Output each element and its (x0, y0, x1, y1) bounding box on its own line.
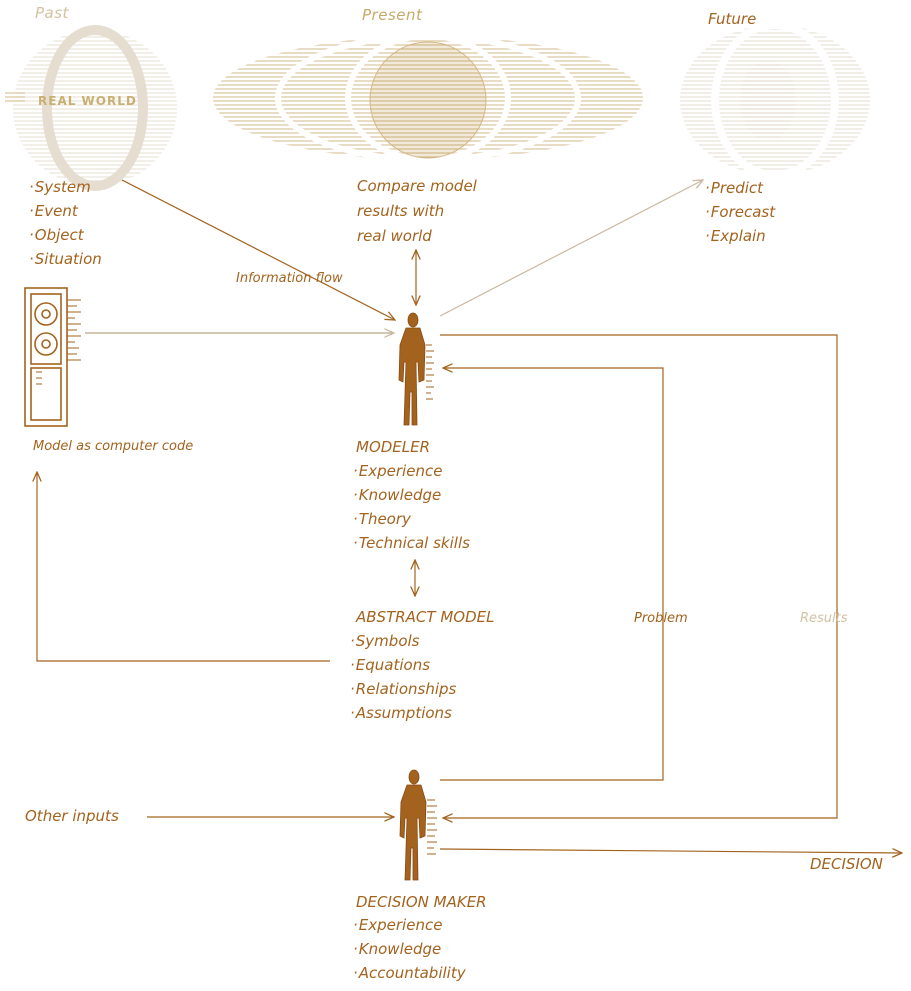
list-item: Relationships (350, 677, 457, 701)
list-item: Experience (353, 459, 470, 483)
abstract-model-title: ABSTRACT MODEL (356, 608, 495, 626)
real-world-label: REAL WORLD (38, 94, 137, 108)
computer-model-label: Model as computer code (33, 439, 194, 454)
list-item: Symbols (350, 629, 456, 653)
problem-arrow (440, 368, 664, 781)
problem-label: Problem (634, 611, 688, 626)
decision-maker-title: DECISION MAKER (356, 893, 487, 911)
other-inputs-label: Other inputs (25, 807, 119, 825)
list-item: Situation (29, 247, 102, 271)
abstract-model-list: Symbols Equations Relationships Assumpti… (350, 629, 457, 725)
list-item: Event (29, 199, 102, 223)
list-item: Predict (705, 176, 775, 200)
modeler-figure-icon (398, 312, 434, 426)
compare-text: Compare model results with real world (357, 174, 477, 249)
past-globe-art (5, 25, 177, 191)
real-world-list: System Event Object Situation (29, 175, 102, 271)
compare-line: Compare model (357, 177, 477, 195)
modeler-list: Experience Knowledge Theory Technical sk… (353, 459, 470, 555)
modeler-to-future-arrow (439, 180, 703, 317)
list-item: Technical skills (353, 531, 470, 555)
decision-label: DECISION (810, 855, 883, 873)
list-item: Forecast (705, 200, 775, 224)
list-item: Theory (353, 507, 470, 531)
list-item: System (29, 175, 102, 199)
results-arrow (440, 334, 838, 818)
list-item: Knowledge (353, 937, 466, 961)
timeline-band (5, 21, 870, 191)
list-item: Equations (350, 653, 456, 677)
future-label: Future (708, 10, 757, 28)
decision-arrow (439, 849, 902, 853)
connector-lines (37, 180, 902, 853)
list-item: Explain (705, 224, 775, 248)
list-item: Experience (353, 913, 466, 937)
modeler-title: MODELER (356, 438, 431, 456)
compare-line: results with (357, 202, 445, 220)
decision-maker-list: Experience Knowledge Accountability (353, 913, 466, 985)
future-list: Predict Forecast Explain (705, 176, 775, 248)
information-flow-arrow (121, 179, 395, 320)
future-globe-art (680, 21, 870, 179)
list-item: Accountability (353, 961, 466, 985)
present-label: Present (362, 6, 423, 24)
past-label: Past (35, 4, 69, 22)
computer-icon (24, 287, 81, 427)
compare-line: real world (357, 227, 432, 245)
abstract-to-computer-arrow (37, 472, 330, 662)
decision-maker-figure-icon (399, 769, 437, 881)
list-item: Assumptions (350, 701, 456, 725)
list-item: Object (29, 223, 102, 247)
present-globe-art (213, 33, 643, 163)
results-label: Results (800, 611, 848, 626)
list-item: Knowledge (353, 483, 470, 507)
information-flow-label: Information flow (236, 271, 343, 286)
